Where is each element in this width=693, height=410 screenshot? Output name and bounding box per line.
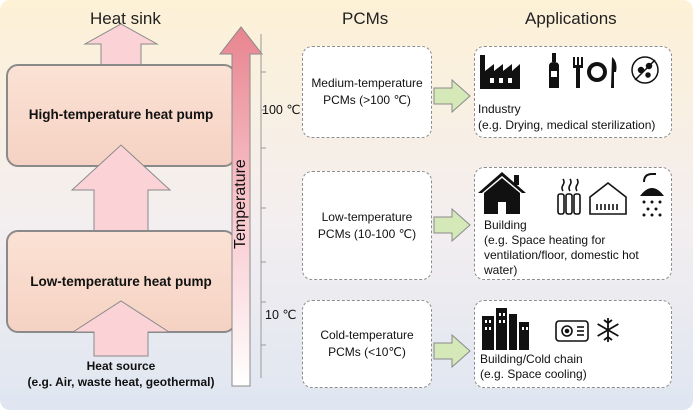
heat-source-title: Heat source xyxy=(86,359,156,373)
green-arrow-medium xyxy=(433,78,471,114)
house-icon xyxy=(478,172,526,214)
header-pcms: PCMs xyxy=(342,9,389,28)
floor-heating-icon xyxy=(589,181,627,215)
pcm-low-line1: Low-temperature xyxy=(321,209,413,224)
pcm-cold-line2: PCMs (<10℃) xyxy=(328,345,406,359)
mark-100c: 100 ℃ xyxy=(262,103,301,117)
app-cold-line: (e.g. Space cooling) xyxy=(480,367,587,381)
high-temp-pump-label: High-temperature heat pump xyxy=(28,107,214,122)
green-arrow-low xyxy=(433,207,471,243)
app-building-title: Building xyxy=(484,218,527,232)
bottle-icon xyxy=(549,53,559,88)
pcm-low-line2: PCMs (10-100 ℃) xyxy=(317,226,417,241)
app-industry-line: (e.g. Drying, medical sterilization) xyxy=(478,118,656,132)
city-buildings-icon xyxy=(482,308,529,350)
cutlery-plate-icon xyxy=(573,57,617,88)
heat-source-examples: (e.g. Air, waste heat, geothermal) xyxy=(27,375,215,389)
header-heat-sink: Heat sink xyxy=(90,9,161,28)
snowflake-icon xyxy=(597,318,619,342)
low-temp-pump-label: Low-temperature heat pump xyxy=(30,274,212,289)
app-building-line-2: ventilation/floor, domestic hot xyxy=(484,248,639,262)
app-building-line-1: (e.g. Space heating for xyxy=(484,233,606,247)
shower-icon xyxy=(640,173,664,217)
air-conditioner-icon xyxy=(555,320,589,342)
pcm-medium-line2: PCMs (>100 ℃) xyxy=(323,93,411,107)
radiator-icon xyxy=(557,178,581,215)
mark-10c: 10 ℃ xyxy=(265,308,297,322)
app-industry-title: Industry xyxy=(478,102,521,116)
microbe-icon xyxy=(631,56,659,84)
green-arrow-cold xyxy=(433,333,471,369)
pcm-cold-line1: Cold-temperature xyxy=(320,328,414,342)
temperature-arrow xyxy=(218,26,264,387)
arrow-between-pumps xyxy=(70,144,172,233)
app-cold-title: Building/Cold chain xyxy=(480,352,583,366)
header-applications: Applications xyxy=(525,9,617,28)
arrow-from-heat-source xyxy=(71,300,171,357)
app-building-line-3: water) xyxy=(484,263,518,277)
factory-icon xyxy=(480,55,520,89)
pcm-medium-line1: Medium-temperature xyxy=(311,76,423,90)
